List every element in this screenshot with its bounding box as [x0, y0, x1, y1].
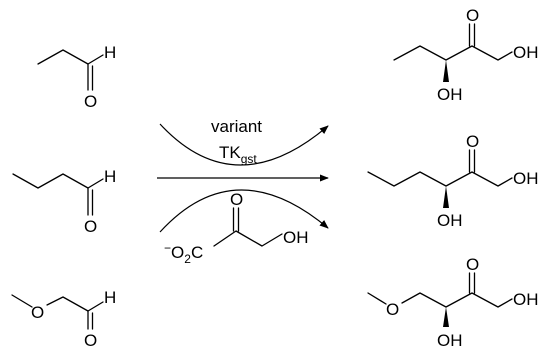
product-1-stereo-wedge	[443, 60, 449, 82]
product-3-chain-left	[367, 292, 387, 305]
enzyme-name-subscript: gst	[241, 152, 258, 166]
product-2-chain	[367, 171, 513, 187]
product-3-ketone-o: O	[466, 255, 479, 274]
donor-charge: −	[164, 241, 171, 255]
enzyme-name: TKgst	[219, 143, 257, 166]
substrate-methoxyacetaldehyde: O H O	[11, 288, 116, 348]
product-2-oh-stereo: OH	[437, 211, 463, 230]
product-2-ketone-o: O	[466, 132, 479, 151]
product-3-oh-terminal: OH	[513, 290, 539, 309]
donor-chain	[213, 230, 283, 247]
enzyme-label: variant TKgst	[211, 117, 262, 166]
product-3: O O OH OH	[367, 255, 539, 348]
substrate-3-ether-o: O	[31, 303, 44, 322]
substrate-propanal: H O	[37, 43, 116, 111]
enzyme-name-main: TK	[219, 143, 241, 162]
substrate-1-aldehyde-o: O	[84, 92, 97, 111]
product-1: O OH OH	[393, 6, 539, 104]
product-3-stereo-wedge	[443, 307, 449, 327]
product-1-ketone-o: O	[466, 6, 479, 25]
substrate-2-aldehyde-h: H	[104, 167, 116, 186]
substrate-2-aldehyde-o: O	[84, 217, 97, 236]
product-1-oh-terminal: OH	[513, 43, 539, 62]
substrate-1-aldehyde-h: H	[104, 43, 116, 62]
product-3-ether-o: O	[386, 300, 399, 319]
donor-hydroxypyruvate: −O2C O OH	[164, 190, 309, 266]
substrate-3-chain-left	[11, 294, 33, 308]
product-2-stereo-wedge	[443, 186, 449, 208]
arrow-top-curve	[159, 123, 329, 166]
product-3-oh-stereo: OH	[437, 331, 463, 348]
donor-carboxylate-o: O	[171, 243, 184, 262]
product-3-chain-right	[401, 292, 513, 308]
product-2: O OH OH	[367, 132, 539, 230]
donor-carboxylate-subscript: 2	[184, 252, 191, 266]
substrate-3-aldehyde-h: H	[104, 288, 116, 307]
enzyme-variant-text: variant	[211, 117, 262, 136]
substrate-2-chain	[12, 173, 104, 189]
substrate-butanal: H O	[12, 167, 116, 236]
donor-hydroxyl: OH	[283, 228, 309, 247]
substrate-3-chain-right	[46, 296, 104, 312]
donor-carboxylate-c: C	[191, 243, 203, 262]
substrate-3-aldehyde-o: O	[84, 331, 97, 348]
substrate-1-chain	[37, 49, 104, 65]
reaction-arrows	[157, 123, 329, 233]
product-2-oh-terminal: OH	[513, 169, 539, 188]
donor-carbonyl-o: O	[230, 190, 243, 209]
arrow-bottom-curve	[159, 189, 329, 233]
product-1-chain	[393, 45, 513, 61]
donor-carboxylate: −O2C	[164, 241, 203, 266]
product-1-oh-stereo: OH	[437, 85, 463, 104]
